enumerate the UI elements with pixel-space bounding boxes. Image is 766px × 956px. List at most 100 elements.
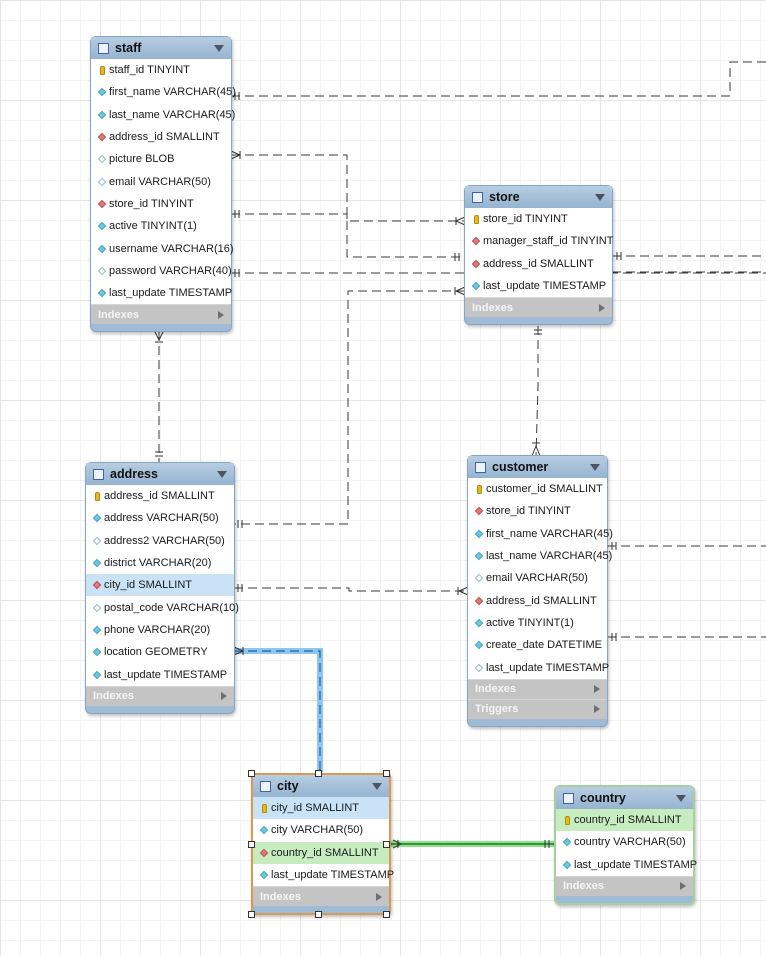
section-triggers[interactable]: Triggers: [468, 698, 607, 719]
column-icon-wrap: [474, 507, 484, 516]
resize-handle-w[interactable]: [248, 841, 255, 848]
resize-handle-se[interactable]: [383, 911, 390, 918]
column-row[interactable]: country VARCHAR(50): [556, 831, 693, 853]
column-row[interactable]: email VARCHAR(50): [91, 170, 231, 192]
section-label: Indexes: [260, 890, 301, 903]
collapse-toggle-icon[interactable]: [595, 193, 605, 201]
resize-handle-n[interactable]: [315, 770, 322, 777]
column-row[interactable]: last_update TIMESTAMP: [468, 656, 609, 678]
column-row[interactable]: last_name VARCHAR(45): [91, 104, 235, 126]
column-row[interactable]: postal_code VARCHAR(10): [86, 596, 239, 618]
table-header[interactable]: staff: [91, 37, 231, 59]
column-row[interactable]: store_id TINYINT: [91, 193, 231, 215]
resize-handle-ne[interactable]: [383, 770, 390, 777]
column-icon-wrap: [97, 177, 107, 186]
column-row[interactable]: first_name VARCHAR(45): [91, 81, 236, 103]
column-row[interactable]: picture BLOB: [91, 148, 231, 170]
table-header[interactable]: address: [86, 463, 234, 485]
expand-arrow-icon[interactable]: [376, 892, 382, 901]
collapse-toggle-icon[interactable]: [214, 44, 224, 52]
section-indexes[interactable]: Indexes: [465, 297, 612, 318]
column-row[interactable]: email VARCHAR(50): [468, 567, 607, 589]
column-row[interactable]: last_update TIMESTAMP: [86, 663, 234, 685]
expand-arrow-icon[interactable]: [680, 882, 686, 891]
column-label: address2 VARCHAR(50): [104, 534, 225, 547]
column-row[interactable]: address_id SMALLINT: [468, 589, 607, 611]
column-icon-wrap: [259, 848, 269, 857]
expand-arrow-icon[interactable]: [594, 705, 600, 714]
rel-staff-store: [231, 213, 465, 222]
nullable-column-icon: [92, 536, 102, 545]
column-row[interactable]: customer_id SMALLINT: [468, 478, 607, 500]
table-footer: [465, 317, 612, 324]
column-row[interactable]: district VARCHAR(20): [86, 552, 234, 574]
column-row[interactable]: address_id SMALLINT: [86, 485, 234, 507]
column-row[interactable]: staff_id TINYINT: [91, 59, 231, 81]
column-row[interactable]: address2 VARCHAR(50): [86, 530, 234, 552]
column-row[interactable]: city_id SMALLINT: [253, 797, 389, 820]
foreign-key-icon: [474, 507, 484, 516]
column-icon-wrap: [92, 647, 102, 657]
collapse-toggle-icon[interactable]: [676, 794, 686, 802]
expand-arrow-icon[interactable]: [599, 303, 605, 312]
column-row[interactable]: last_update TIMESTAMP: [465, 275, 612, 297]
not-null-column-icon: [97, 88, 107, 97]
section-indexes[interactable]: Indexes: [556, 875, 693, 896]
column-row[interactable]: last_name VARCHAR(45): [468, 545, 612, 567]
resize-handle-sw[interactable]: [248, 911, 255, 918]
column-row[interactable]: store_id TINYINT: [468, 500, 607, 522]
table-header[interactable]: store: [465, 186, 612, 208]
section-indexes[interactable]: Indexes: [91, 304, 231, 325]
column-row[interactable]: last_update TIMESTAMP: [556, 854, 697, 876]
column-row[interactable]: password VARCHAR(40): [91, 260, 232, 282]
section-label: Indexes: [563, 880, 604, 893]
resize-handle-e[interactable]: [383, 841, 390, 848]
column-row[interactable]: first_name VARCHAR(45): [468, 523, 613, 545]
table-header[interactable]: city: [253, 775, 389, 797]
column-row[interactable]: city_id SMALLINT: [86, 574, 234, 597]
column-row[interactable]: username VARCHAR(16): [91, 237, 234, 259]
column-row[interactable]: create_date DATETIME: [468, 634, 607, 656]
section-label: Indexes: [98, 308, 139, 321]
column-row[interactable]: country_id SMALLINT: [556, 809, 693, 832]
column-row[interactable]: last_update TIMESTAMP: [253, 864, 394, 886]
column-label: manager_staff_id TINYINT: [483, 235, 614, 248]
table-footer: [468, 719, 607, 726]
column-row[interactable]: store_id TINYINT: [465, 208, 612, 230]
column-row[interactable]: city VARCHAR(50): [253, 819, 389, 841]
resize-handle-nw[interactable]: [248, 770, 255, 777]
column-row[interactable]: address_id SMALLINT: [91, 126, 231, 148]
nullable-column-icon: [97, 177, 107, 186]
resize-handle-s[interactable]: [315, 911, 322, 918]
collapse-toggle-icon[interactable]: [372, 782, 382, 790]
table-header[interactable]: country: [556, 787, 693, 809]
column-row[interactable]: active TINYINT(1): [468, 612, 607, 634]
expand-arrow-icon[interactable]: [221, 692, 227, 701]
column-row[interactable]: phone VARCHAR(20): [86, 619, 234, 641]
section-indexes[interactable]: Indexes: [253, 886, 389, 907]
section-indexes[interactable]: Indexes: [86, 685, 234, 706]
column-row[interactable]: last_update TIMESTAMP: [91, 282, 232, 304]
expand-arrow-icon[interactable]: [594, 685, 600, 694]
collapse-toggle-icon[interactable]: [217, 470, 227, 478]
not-null-column-icon: [474, 551, 484, 561]
column-label: store_id TINYINT: [486, 505, 571, 518]
column-row[interactable]: manager_staff_id TINYINT: [465, 230, 614, 252]
column-row[interactable]: address VARCHAR(50): [86, 507, 234, 529]
column-row[interactable]: address_id SMALLINT: [465, 253, 612, 275]
section-indexes[interactable]: Indexes: [468, 678, 607, 699]
column-row[interactable]: active TINYINT(1): [91, 215, 231, 237]
column-row[interactable]: location GEOMETRY: [86, 641, 234, 663]
table-header[interactable]: customer: [468, 456, 607, 478]
collapse-toggle-icon[interactable]: [590, 463, 600, 471]
column-row[interactable]: country_id SMALLINT: [253, 841, 389, 864]
expand-arrow-icon[interactable]: [218, 310, 224, 319]
column-icon-wrap: [97, 199, 107, 209]
